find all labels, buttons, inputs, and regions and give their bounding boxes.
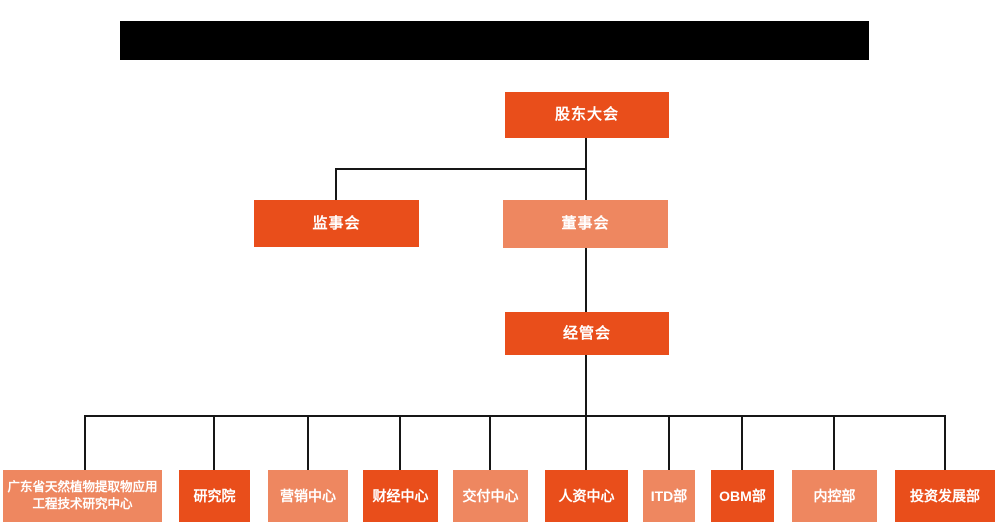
connector-drop-research [213,415,215,470]
connector-drop-itd [668,415,670,470]
node-board-of-directors: 董事会 [503,200,668,248]
node-dept-marketing-center: 营销中心 [268,470,348,522]
connector-drop-investment [944,415,946,470]
node-dept-hr-center: 人资中心 [545,470,628,522]
connector-drop-finance [399,415,401,470]
node-dept-itd: ITD部 [643,470,695,522]
connector-departments-rail [84,415,946,417]
node-dept-investment-development: 投资发展部 [895,470,995,522]
node-dept-research-institute: 研究院 [179,470,250,522]
node-supervisory-board: 监事会 [254,200,419,247]
node-dept-finance-center: 财经中心 [363,470,438,522]
node-dept-obm: OBM部 [711,470,774,522]
connector-drop-gd-center [84,415,86,470]
node-shareholders-meeting: 股东大会 [505,92,669,138]
connector-drop-obm [741,415,743,470]
connector-drop-marketing [307,415,309,470]
connector-board-to-management [585,248,587,312]
connector-to-supervisory [335,168,337,200]
connector-level2-horizontal [335,168,587,170]
connector-management-trunk [585,355,587,470]
connector-drop-internal-control [833,415,835,470]
node-management-committee: 经管会 [505,312,669,355]
node-dept-internal-control: 内控部 [792,470,877,522]
connector-drop-delivery [489,415,491,470]
node-dept-gd-plant-extract-research-center: 广东省天然植物提取物应用工程技术研究中心 [3,470,162,522]
redacted-title-bar [120,21,869,60]
node-dept-delivery-center: 交付中心 [453,470,528,522]
